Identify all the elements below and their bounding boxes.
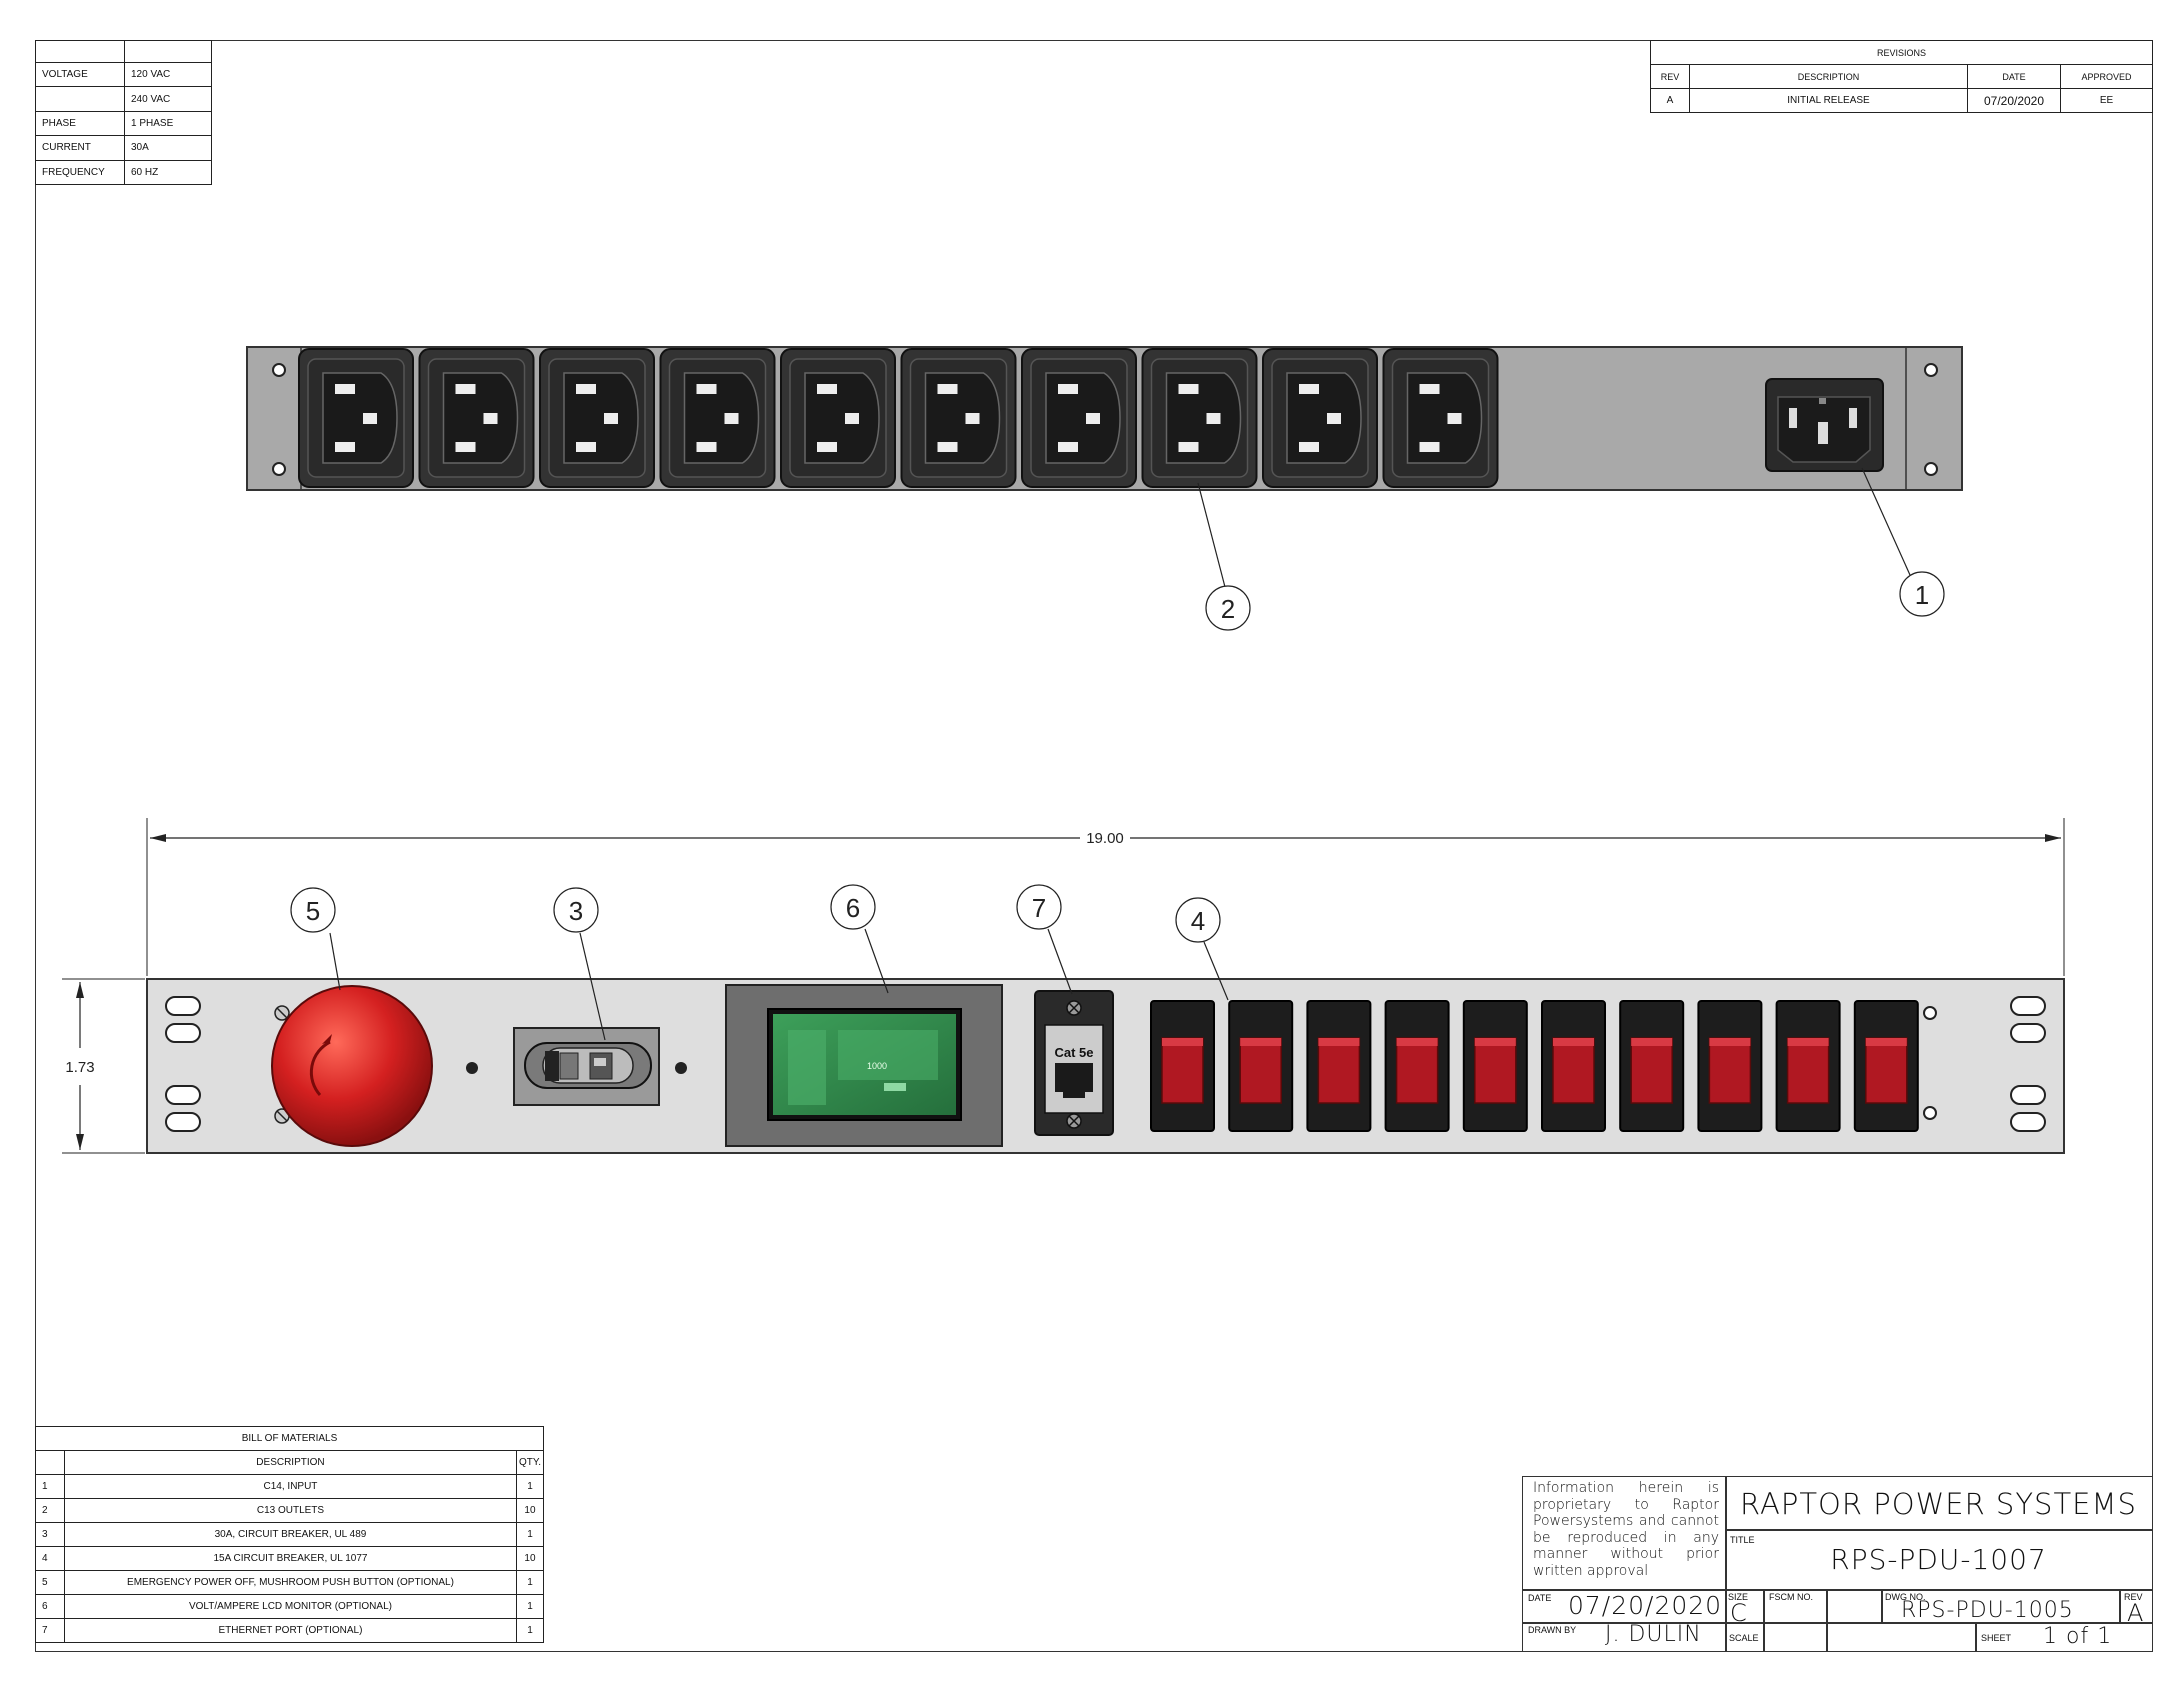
c13-outlet — [780, 348, 896, 488]
drawn-by: J. DULIN — [1605, 1622, 1702, 1647]
c14-inlet — [1765, 378, 1884, 472]
bom-title: BILL OF MATERIALS — [35, 1426, 544, 1451]
rev-label: REV — [2124, 1592, 2143, 1602]
c13-outlet — [298, 348, 414, 488]
branch-breaker — [1697, 1000, 1763, 1132]
c13-outlet — [1141, 348, 1258, 488]
rev-value: A — [2127, 1599, 2145, 1627]
proprietary-notice: Information herein is proprietary to Rap… — [1533, 1480, 1719, 1579]
branch-breaker — [1384, 1000, 1450, 1132]
c13-outlet — [659, 348, 776, 488]
c13-outlet — [1021, 348, 1137, 488]
callout-6 — [830, 884, 876, 930]
branch-breaker-group — [1150, 1000, 1919, 1132]
fscm-label: FSCM NO. — [1769, 1592, 1813, 1602]
main-circuit-breaker — [513, 1027, 660, 1106]
c13-outlet — [900, 348, 1017, 488]
c13-outlet — [539, 348, 655, 488]
branch-breaker — [1228, 1000, 1294, 1132]
callout-5 — [290, 887, 336, 933]
branch-breaker — [1150, 1000, 1215, 1132]
branch-breaker — [1462, 1000, 1528, 1132]
branch-breaker — [1619, 1000, 1685, 1132]
sheet-size: C — [1730, 1599, 1748, 1627]
c13-outlet — [1382, 348, 1499, 488]
callout-7 — [1016, 884, 1062, 930]
callout-7-label: 7 — [1032, 893, 1046, 923]
drawing-date: 07/20/2020 — [1568, 1591, 1723, 1620]
branch-breaker — [1541, 1000, 1606, 1132]
branch-breaker — [1853, 1000, 1919, 1132]
mount-hole — [1924, 462, 1938, 476]
epo-mushroom-button — [271, 985, 433, 1147]
mount-hole — [272, 363, 286, 377]
ethernet-label: Cat 5e — [1054, 1045, 1093, 1060]
rack-slots — [165, 996, 2046, 1132]
date-label: DATE — [1528, 1593, 1552, 1603]
mount-hole — [272, 462, 286, 476]
branch-breaker — [1775, 1000, 1841, 1132]
height-dimension: 1.73 — [65, 1059, 94, 1076]
branch-breaker — [1306, 1000, 1372, 1132]
revisions-title: REVISIONS — [1650, 40, 2153, 65]
revisions-table: REVISIONS REV DESCRIPTION DATE APPROVED … — [1650, 40, 2153, 113]
size-label: SIZE — [1728, 1592, 1749, 1602]
drawing-frame — [35, 40, 2153, 1652]
mount-hole — [1924, 363, 1938, 377]
scale-label: SCALE — [1729, 1633, 1759, 1643]
callout-2 — [1205, 585, 1251, 631]
revision-row: A INITIAL RELEASE 07/20/2020 EE — [1650, 88, 2153, 113]
drawing-title: RPS-PDU-1007 — [1830, 1543, 2047, 1576]
callout-4-label: 4 — [1191, 906, 1205, 936]
callout-1-label: 1 — [1915, 580, 1929, 610]
callout-2-label: 2 — [1221, 594, 1235, 624]
title-block: Information herein is proprietary to Rap… — [1522, 1476, 2153, 1652]
rear-view: 2 1 — [246, 346, 1963, 631]
dwg-label: DWG NO. — [1885, 1592, 1926, 1602]
callout-4 — [1175, 897, 1221, 943]
callout-6-label: 6 — [846, 893, 860, 923]
front-view: 19.00 1.73 — [62, 818, 2065, 1154]
lcd-reading: 1000 — [867, 1061, 887, 1071]
c13-outlet — [418, 348, 535, 488]
callout-1 — [1899, 571, 1945, 617]
company-name: RAPTOR POWER SYSTEMS — [1740, 1487, 2137, 1521]
width-dimension: 19.00 — [1086, 830, 1124, 847]
ethernet-port: Cat 5e — [1034, 990, 1114, 1136]
title-label: TITLE — [1730, 1535, 1755, 1545]
sheet-number: 1 of 1 — [2043, 1624, 2113, 1649]
bom-qty-header: QTY. — [515, 1450, 545, 1475]
callout-5-label: 5 — [306, 896, 320, 926]
c13-outlet — [1262, 348, 1378, 488]
sheet-label: SHEET — [1981, 1633, 2012, 1643]
drawn-by-label: DRAWN BY — [1528, 1625, 1577, 1635]
bom-description-header: DESCRIPTION — [64, 1450, 517, 1475]
c13-outlet-group — [298, 348, 1499, 488]
spec-row: 240 VAC — [35, 86, 212, 112]
dwg-number: RPS-PDU-1005 — [1901, 1598, 2074, 1623]
lcd-monitor: 1000 — [725, 984, 1003, 1147]
callout-3-label: 3 — [569, 896, 583, 926]
callout-3 — [553, 887, 599, 933]
